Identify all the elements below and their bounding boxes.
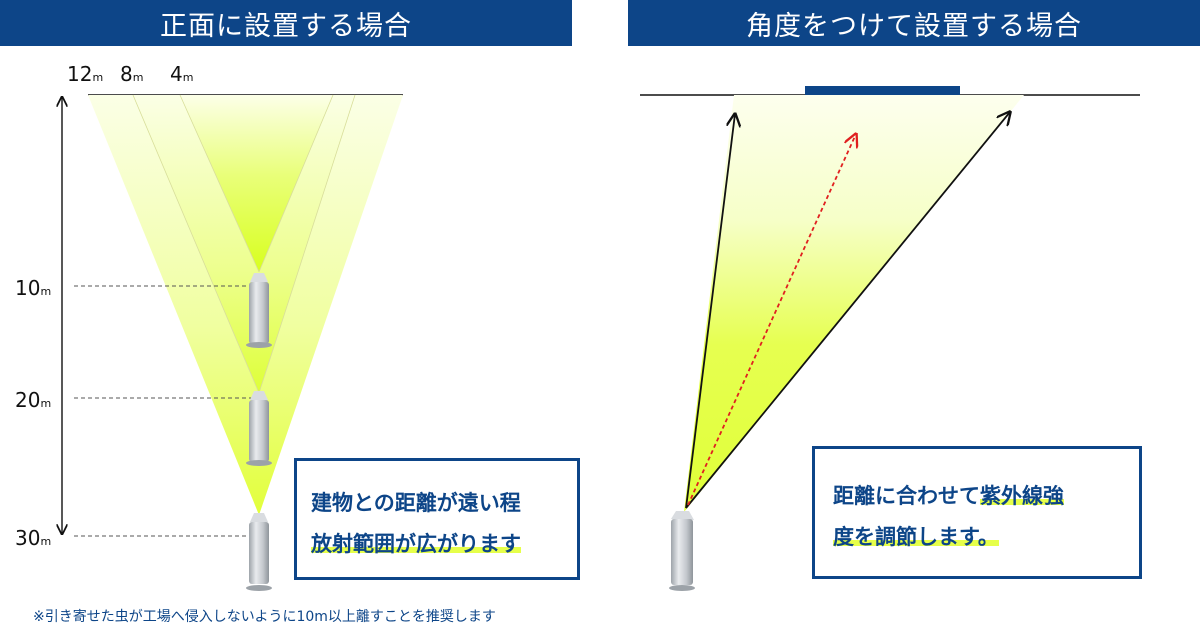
- footnote: ※引き寄せた虫が工場へ侵入しないように10m以上離すことを推奨します: [33, 609, 496, 625]
- distance-label-30m: 30m: [15, 526, 52, 550]
- beam-edge-right: [685, 112, 1010, 509]
- distance-label-20m: 20m: [15, 388, 52, 412]
- callout-left-line1: 建物との距離が遠い程: [311, 491, 521, 515]
- width-label-12m: 12m: [67, 62, 104, 86]
- width-label-4m: 4m: [170, 62, 194, 86]
- beam-edge-left: [685, 114, 735, 509]
- device-10m: [246, 273, 272, 348]
- device-angled: [669, 511, 695, 591]
- beam-10m: [180, 95, 333, 272]
- device-30m: [246, 513, 272, 591]
- callout-left-line2: 放射範囲が広がります: [311, 532, 521, 556]
- distance-label-10m: 10m: [15, 276, 52, 300]
- callout-right-line1-highlight: 紫外線強: [980, 484, 1064, 508]
- left-panel-title: 正面に設置する場合: [0, 0, 572, 46]
- width-label-8m: 8m: [120, 62, 144, 86]
- callout-right: 距離に合わせて紫外線強 度を調節します。: [812, 446, 1142, 579]
- callout-right-line2: 度を調節します。: [833, 525, 999, 549]
- right-panel-title: 角度をつけて設置する場合: [628, 0, 1200, 46]
- callout-left: 建物との距離が遠い程 放射範囲が広がります: [294, 458, 580, 580]
- device-20m: [246, 391, 272, 466]
- callout-right-line1-plain: 距離に合わせて: [833, 484, 980, 508]
- beam-center-arrow: [687, 134, 856, 506]
